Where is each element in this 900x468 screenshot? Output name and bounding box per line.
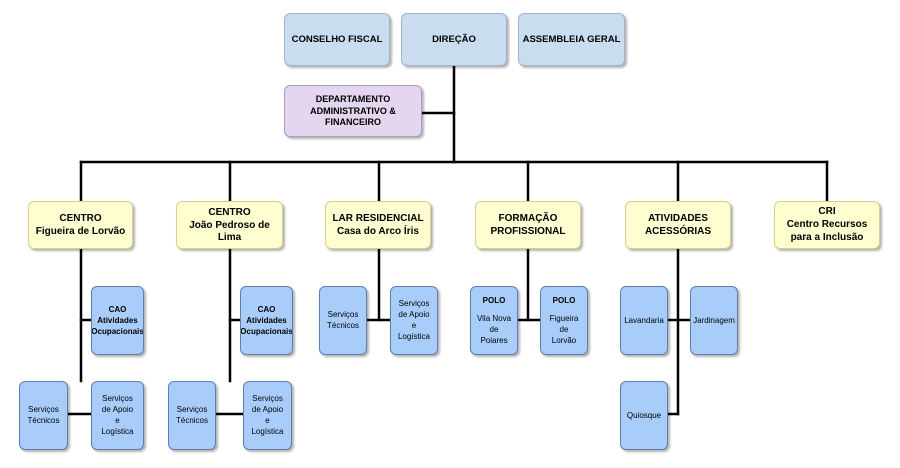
servicos-tecnicos-line: Serviços [176,405,208,414]
polo-line: POLO [552,295,576,305]
cao-line: Atividades [97,315,138,325]
cao-line: Ocupacionais [240,326,293,336]
polo-line: de [559,324,569,334]
servicos-apoio-line: e [265,416,270,425]
departamento-box: DEPARTAMENTO ADMINISTRATIVO & FINANCEIRO [284,85,422,137]
servicos-apoio-line: de Apoio [251,405,284,414]
servicos-apoio-line: Logística [251,427,284,436]
conselho-fiscal-box: CONSELHO FISCAL [284,13,390,66]
polo-line: de [489,324,499,334]
servicos-apoio-line: Serviços [252,394,283,403]
servicos-tecnicos-line: Técnicos [175,416,208,425]
centro-lorvao-line: Figueira de Lorvão [35,225,126,237]
cri-line: para a Inclusão [790,232,864,243]
conselho-fiscal-label: CONSELHO FISCAL [291,34,383,45]
jardinagem-box: Jardinagem [690,286,738,355]
cao-line: CAO [108,304,127,314]
lavandaria-label: Lavandaria [624,315,664,325]
cao-line: CAO [257,304,276,314]
polo-line: Poiares [480,335,508,345]
cri-line: CRI [818,206,836,217]
formacao-box: FORMAÇÃO PROFISSIONAL [475,201,581,249]
cao-line: Ocupacionais [91,326,144,336]
servicos-apoio-line: Serviços [102,394,133,403]
cri-line: Centro Recursos [786,219,868,230]
lorvao-servicos-tecnicos-box: Serviços Técnicos [19,381,68,450]
polo-line: Vila Nova [476,313,512,323]
assembleia-geral-label: ASSEMBLEIA GERAL [522,34,621,45]
lima-cao-box: CAO Atividades Ocupacionais [240,286,293,355]
servicos-apoio-line: Logística [101,427,134,436]
direcao-box: DIREÇÃO [401,13,507,66]
lar-residencial-line: LAR RESIDENCIAL [332,212,424,224]
atividades-box: ATIVIDADES ACESSÓRIAS [625,201,731,249]
centro-lorvao-line: CENTRO [59,212,102,224]
lorvao-servicos-apoio-box: Serviços de Apoio e Logística [91,381,144,450]
polo-poiares-box: POLO Vila Nova de Poiares [470,286,518,355]
lima-servicos-apoio-box: Serviços de Apoio e Logística [243,381,292,450]
lar-servicos-tecnicos-box: Serviços Técnicos [319,286,367,355]
servicos-apoio-line: de Apoio [101,405,134,414]
jardinagem-label: Jardinagem [693,315,735,325]
servicos-apoio-line: de Apoio [398,310,430,319]
centro-lorvao-box: CENTRO Figueira de Lorvão [28,201,133,249]
centro-lima-box: CENTRO João Pedroso de Lima [176,201,283,249]
centro-lima-line: CENTRO [208,206,251,218]
lar-residencial-line: Casa do Arco Íris [337,225,419,237]
quiosque-label: Quiosque [626,410,662,420]
servicos-tecnicos-line: Técnicos [27,416,60,425]
lima-servicos-tecnicos-box: Serviços Técnicos [168,381,216,450]
formacao-line: PROFISSIONAL [490,225,566,237]
servicos-apoio-line: Serviços [398,299,430,308]
polo-lorvao-box: POLO Figueira de Lorvão [540,286,588,355]
centro-lima-line: João Pedroso de Lima [189,219,270,243]
polo-line: Lorvão [551,335,577,345]
polo-line: Figueira [549,313,579,323]
polo-line: POLO [482,295,506,305]
cri-box: CRI Centro Recursos para a Inclusão [774,201,880,249]
servicos-tecnicos-line: Técnicos [326,321,359,330]
servicos-tecnicos-line: Serviços [327,310,359,319]
servicos-apoio-line: e [115,416,120,425]
direcao-label: DIREÇÃO [432,34,476,45]
lavandaria-box: Lavandaria [620,286,668,355]
lorvao-cao-box: CAO Atividades Ocupacionais [91,286,144,355]
atividades-line: ATIVIDADES [648,212,708,224]
quiosque-box: Quiosque [620,381,668,450]
servicos-apoio-line: e [411,321,417,330]
departamento-line: ADMINISTRATIVO & FINANCEIRO [310,106,396,127]
lar-residencial-box: LAR RESIDENCIAL Casa do Arco Íris [325,201,431,249]
servicos-apoio-line: Logística [397,332,431,341]
cao-line: Atividades [246,315,287,325]
formacao-line: FORMAÇÃO [498,212,558,224]
lar-servicos-apoio-box: Serviços de Apoio e Logística [390,286,438,355]
departamento-line: DEPARTAMENTO [315,94,391,104]
assembleia-geral-box: ASSEMBLEIA GERAL [518,13,625,66]
servicos-tecnicos-line: Serviços [28,405,59,414]
atividades-line: ACESSÓRIAS [644,225,712,237]
